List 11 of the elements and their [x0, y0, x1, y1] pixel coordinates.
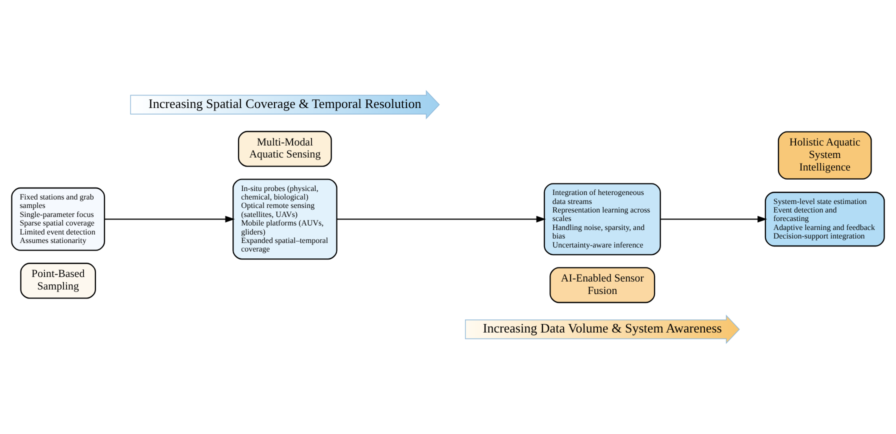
- node-box: Holistic Aquatic System Intelligence: [778, 131, 872, 180]
- arrow: [104, 216, 235, 223]
- node-box: Multi-Modal Aquatic Sensing: [238, 130, 332, 167]
- node-box: Fixed stations and grab samples Single-parameter focus Sparse spatial coverage Limited event detection Assumes stationarity: [11, 187, 106, 251]
- node-box: Point-Based Sampling: [20, 262, 96, 299]
- node-box: AI-Enabled Sensor Fusion: [550, 267, 656, 304]
- node-box: In-situ probes (physical, chemical, biological) Optical remote sensing (satellites, UAVs) Mobile platforms (AUVs, gliders) Expanded spatial–temporal coverage: [232, 178, 338, 260]
- node-box: System-level state estimation Event detection and forecasting Adaptive learning and feedback Decision-support integration: [764, 192, 885, 247]
- node-box: Integration of heterogeneous data streams Representation learning across scales Handling noise, sparsity, and bias Uncertainty-aware inference: [544, 183, 661, 256]
- arrow: [336, 216, 546, 223]
- arrow: [660, 216, 768, 223]
